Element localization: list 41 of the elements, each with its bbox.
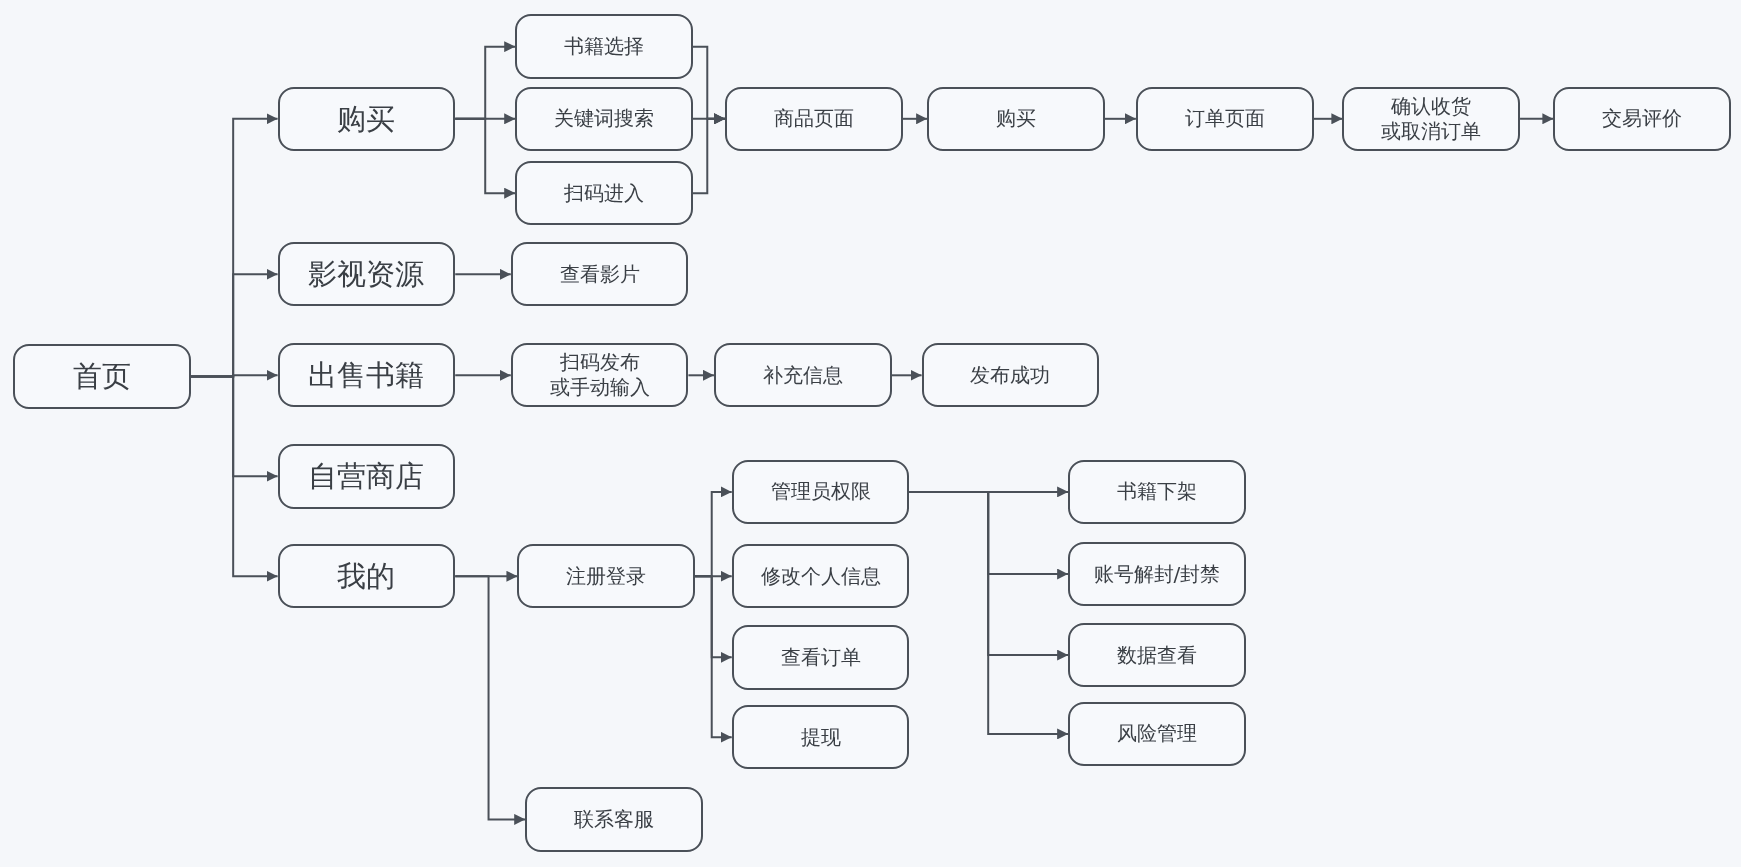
- process-box: 扫码进入: [515, 161, 693, 226]
- arrow: [694, 575, 733, 743]
- process-box: 注册登录: [517, 544, 696, 609]
- process-box: 订单页面: [1135, 86, 1314, 151]
- process-box: 购买: [927, 86, 1105, 151]
- process-box: 自营商店: [277, 444, 456, 509]
- process-box: 交易评价: [1553, 86, 1731, 151]
- arrow: [1312, 113, 1344, 125]
- process-box: 查看订单: [731, 625, 910, 690]
- process-box: 管理员权限: [731, 459, 910, 525]
- process-box: 书籍选择: [515, 14, 693, 79]
- process-box: 关键词搜索: [515, 86, 693, 151]
- process-box: 查看影片: [510, 242, 689, 307]
- arrow: [890, 369, 923, 381]
- arrow: [190, 375, 279, 582]
- process-box: 数据查看: [1068, 622, 1246, 688]
- process-box: 确认收货或取消订单: [1342, 86, 1521, 151]
- arrow: [454, 575, 527, 825]
- process-box: 影视资源: [277, 242, 456, 307]
- process-box: 首页: [13, 344, 191, 409]
- process-box: 风险管理: [1068, 701, 1246, 767]
- arrow: [1519, 113, 1555, 125]
- process-box: 出售书籍: [277, 343, 456, 408]
- process-box: 补充信息: [713, 343, 892, 408]
- arrow: [454, 268, 512, 280]
- process-box: 购买: [277, 86, 456, 151]
- process-box: 提现: [731, 705, 910, 770]
- arrow: [1103, 113, 1137, 125]
- process-box: 书籍下架: [1068, 459, 1246, 525]
- arrow: [901, 113, 929, 125]
- process-box: 我的: [277, 544, 456, 609]
- process-box: 账号解封/封禁: [1068, 541, 1246, 607]
- arrow: [454, 369, 512, 381]
- process-box: 发布成功: [921, 343, 1100, 408]
- arrow: [687, 369, 715, 381]
- process-box: 联系客服: [525, 787, 703, 852]
- process-box: 商品页面: [725, 86, 903, 151]
- arrow: [454, 117, 517, 199]
- process-box: 修改个人信息: [731, 544, 910, 609]
- process-box: 扫码发布或手动输入: [510, 343, 689, 408]
- arrow: [691, 113, 727, 195]
